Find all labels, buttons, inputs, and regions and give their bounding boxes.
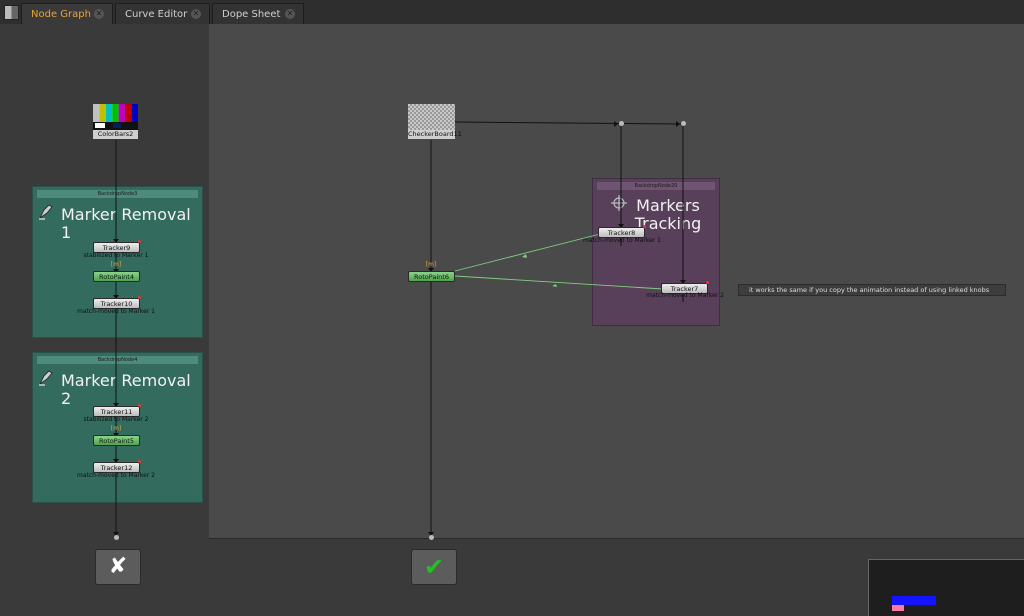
mask-tag: [m] [110,261,122,268]
tab-node-graph-label: Node Graph [31,9,91,20]
backdrop-title: BackdropNode20 [597,182,715,190]
close-icon[interactable]: ✕ [191,9,201,19]
viewer-node-left[interactable]: ✘ [95,549,141,585]
tab-bar: Node Graph ✕ Curve Editor ✕ Dope Sheet ✕ [0,0,1024,25]
tracker12-node[interactable]: Tracker12 [93,462,140,473]
minimap-node-marker [892,605,904,611]
move-icon [611,195,627,211]
graph-minimap[interactable] [868,559,1024,616]
colorbars-thumbnail[interactable] [93,104,138,130]
dot-node[interactable] [429,535,434,540]
tracker9-node[interactable]: Tracker9 [93,242,140,253]
tracker10-node[interactable]: Tracker10 [93,298,140,309]
tracker12-note: match-moved to Marker 2 [76,472,155,479]
node-graph-area[interactable]: BackdropNode3 Marker Removal 1 BackdropN… [0,24,1024,615]
dot-node[interactable] [114,535,119,540]
close-icon[interactable]: ✕ [94,9,104,19]
tab-curve-editor-label: Curve Editor [125,9,188,20]
tab-node-graph[interactable]: Node Graph ✕ [21,3,113,24]
clone-indicator-icon [138,404,141,407]
rotopaint6-node[interactable]: RotoPaint6 [408,271,455,282]
tracker7-note: match-moved to Marker 2 [645,292,724,299]
tab-dope-sheet[interactable]: Dope Sheet ✕ [212,3,304,24]
close-icon[interactable]: ✕ [285,9,295,19]
minimap-view-area [892,596,936,605]
backdrop-node-3[interactable]: BackdropNode3 Marker Removal 1 [32,186,203,338]
tracker8-note: match-moved to Marker 1 [582,237,661,244]
backdrop-label: Markers Tracking [634,196,702,233]
clone-indicator-icon [138,240,141,243]
dot-node[interactable] [619,121,624,126]
tracker10-note: match-moved to Marker 1 [76,308,155,315]
tracker11-node[interactable]: Tracker11 [93,406,140,417]
tracker9-note: stabilized to Marker 1 [83,252,149,259]
mask-tag: [m] [110,425,122,432]
backdrop-node-4[interactable]: BackdropNode4 Marker Removal 2 [32,352,203,503]
sticky-note[interactable]: it works the same if you copy the animat… [738,284,1006,296]
mask-tag: [m] [425,261,437,268]
panel-menu-icon[interactable] [4,5,19,20]
viewer-node-right[interactable]: ✔ [411,549,457,585]
rotopaint5-node[interactable]: RotoPaint5 [93,435,140,446]
backdrop-title: BackdropNode4 [37,356,198,364]
tab-curve-editor[interactable]: Curve Editor ✕ [115,3,210,24]
tracker8-node[interactable]: Tracker8 [598,227,645,238]
clone-indicator-icon [138,460,141,463]
tab-dope-sheet-label: Dope Sheet [222,9,281,20]
clone-indicator-icon [706,281,709,284]
dot-node[interactable] [681,121,686,126]
brush-icon [39,204,53,220]
checkerboard-thumbnail[interactable] [408,104,455,130]
colorbars-image [93,104,138,130]
cross-icon: ✘ [108,554,128,579]
tracker11-note: stabilized to Marker 2 [83,416,149,423]
brush-icon [39,370,53,386]
node-wires [113,121,686,536]
clone-indicator-icon [643,225,646,228]
clone-indicator-icon [138,296,141,299]
backdrop-label: Marker Removal 1 [61,205,191,242]
tracker7-node[interactable]: Tracker7 [661,283,708,294]
sticky-note-text: it works the same if you copy the animat… [749,286,990,294]
checkerboard-node-label: CheckerBoard11 [408,130,462,139]
colorbars-node-label: ColorBars2 [93,130,138,139]
backdrop-node-20[interactable]: BackdropNode20 Markers Tracking [592,178,720,326]
backdrop-label: Marker Removal 2 [61,371,191,408]
rotopaint4-node[interactable]: RotoPaint4 [93,271,140,282]
checkmark-icon: ✔ [423,553,445,581]
backdrop-title: BackdropNode3 [37,190,198,198]
